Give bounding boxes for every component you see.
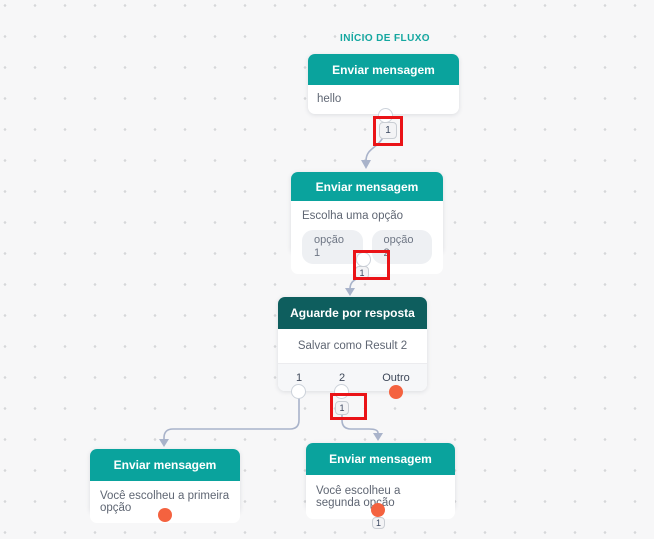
connection-badge-node3-out2[interactable]: 1 bbox=[335, 401, 349, 415]
node-send-message-2[interactable]: Enviar mensagem Escolha uma opção opção … bbox=[291, 172, 443, 274]
node-wait-response[interactable]: Aguarde por resposta Salvar como Result … bbox=[278, 297, 427, 391]
node-header[interactable]: Enviar mensagem bbox=[90, 449, 240, 481]
connection-badge-node1[interactable]: 1 bbox=[379, 122, 397, 139]
output-label-1: 1 bbox=[295, 371, 303, 384]
node-header[interactable]: Enviar mensagem bbox=[308, 54, 459, 85]
connection-badge-node5[interactable]: 1 bbox=[372, 517, 385, 529]
node-send-message-1[interactable]: Enviar mensagem hello bbox=[308, 54, 459, 114]
node-header[interactable]: Aguarde por resposta bbox=[278, 297, 427, 329]
output-port-node5[interactable] bbox=[371, 503, 385, 517]
output-label-2: 2 bbox=[338, 371, 346, 384]
output-port-node4[interactable] bbox=[158, 508, 172, 522]
node-body[interactable]: Salvar como Result 2 bbox=[278, 329, 427, 363]
node-header[interactable]: Enviar mensagem bbox=[291, 172, 443, 201]
option-pills: opção 1 opção 2 bbox=[302, 230, 432, 264]
node-send-message-4[interactable]: Enviar mensagem Você escolheu a segunda … bbox=[306, 443, 455, 519]
output-port-node3-outro[interactable] bbox=[389, 385, 403, 399]
highlight-rect-1 bbox=[373, 116, 403, 146]
option-pill-2[interactable]: opção 2 bbox=[371, 230, 432, 264]
save-as-text: Salvar como Result 2 bbox=[297, 340, 408, 352]
highlight-rect-2 bbox=[353, 250, 390, 280]
message-text: Você escolheu a primeira opção bbox=[100, 490, 230, 514]
flow-start-label: INÍCIO DE FLUXO bbox=[340, 33, 430, 44]
node-header[interactable]: Enviar mensagem bbox=[306, 443, 455, 475]
message-text: hello bbox=[317, 93, 342, 105]
node-send-message-3[interactable]: Enviar mensagem Você escolheu a primeira… bbox=[90, 449, 240, 523]
connector-node3-out1-node4[interactable] bbox=[159, 398, 300, 447]
option-pill-1[interactable]: opção 1 bbox=[302, 230, 363, 264]
output-port-node3-1[interactable] bbox=[291, 384, 306, 399]
message-text: Escolha uma opção bbox=[302, 210, 404, 222]
output-label-outro: Outro bbox=[382, 371, 410, 384]
node-body[interactable]: Você escolheu a primeira opção bbox=[90, 481, 240, 523]
highlight-rect-3 bbox=[330, 393, 367, 420]
connector-node3-out2-node5[interactable] bbox=[341, 410, 383, 441]
